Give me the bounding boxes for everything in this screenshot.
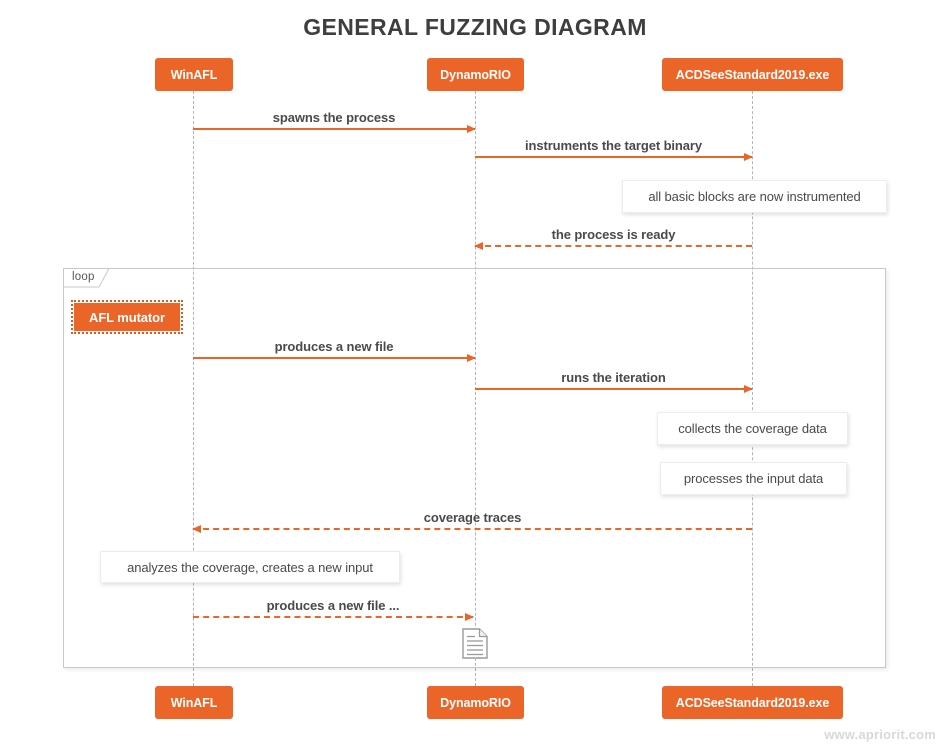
lifeline-winafl: [193, 91, 194, 686]
message-label: instruments the target binary: [525, 138, 702, 153]
note-analyzes-coverage: analyzes the coverage, creates a new inp…: [100, 551, 400, 583]
actor-target-bottom: ACDSeeStandard2019.exe: [662, 686, 843, 719]
arrowhead-right-icon: [465, 613, 474, 621]
arrowhead-right-icon: [744, 153, 753, 161]
actor-dynamorio-bottom: DynamoRIO: [427, 686, 524, 719]
arrowhead-right-icon: [744, 385, 753, 393]
arrowhead-right-icon: [467, 125, 476, 133]
message-instruments-target: instruments the target binary: [475, 138, 753, 161]
message-label: produces a new file ...: [266, 598, 400, 613]
actor-winafl-bottom: WinAFL: [155, 686, 233, 719]
watermark: www.apriorit.com: [824, 727, 936, 742]
actor-winafl-top: WinAFL: [155, 58, 233, 91]
message-label: coverage traces: [423, 510, 522, 525]
note-processes-input: processes the input data: [660, 462, 847, 495]
actor-target-top: ACDSeeStandard2019.exe: [662, 58, 843, 91]
message-label: spawns the process: [272, 110, 396, 125]
actor-dynamorio-top: DynamoRIO: [427, 58, 524, 91]
arrowhead-left-icon: [474, 242, 483, 250]
loop-frame: [63, 268, 886, 668]
message-label: runs the iteration: [561, 370, 666, 385]
loop-label: loop: [72, 271, 95, 283]
message-coverage-traces: coverage traces: [192, 510, 752, 533]
message-produces-new-file: produces a new file: [193, 339, 476, 362]
message-produces-new-file-again: produces a new file ...: [193, 598, 474, 621]
note-all-blocks-instrumented: all basic blocks are now instrumented: [622, 180, 887, 213]
loop-tab-shape: [63, 268, 110, 288]
afl-mutator-label: AFL mutator: [74, 303, 180, 331]
document-icon: [462, 628, 488, 659]
afl-mutator-box: AFL mutator: [71, 300, 183, 334]
message-label: produces a new file: [274, 339, 394, 354]
message-spawns-the-process: spawns the process: [193, 110, 476, 133]
note-collects-coverage: collects the coverage data: [657, 412, 848, 445]
diagram-title: GENERAL FUZZING DIAGRAM: [303, 14, 647, 40]
message-label: the process is ready: [551, 227, 676, 242]
arrowhead-right-icon: [467, 354, 476, 362]
message-process-is-ready: the process is ready: [474, 227, 752, 250]
message-runs-iteration: runs the iteration: [475, 370, 753, 393]
arrowhead-left-icon: [192, 525, 201, 533]
